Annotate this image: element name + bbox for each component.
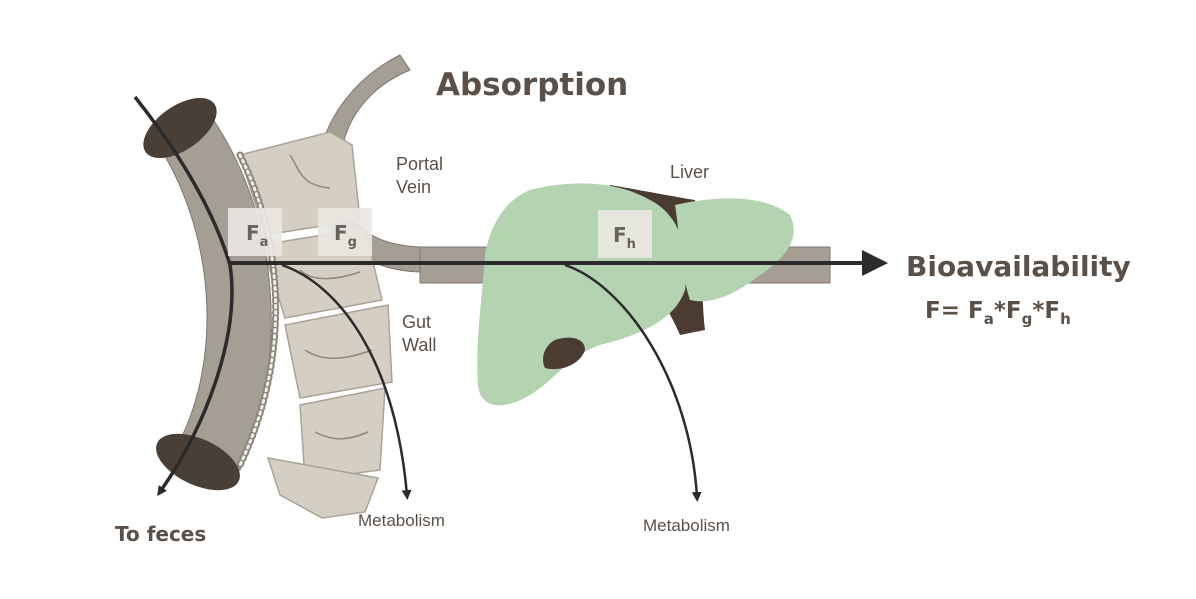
gut-metabolism-arrow (281, 263, 412, 500)
feces-arrow (133, 95, 234, 497)
bioavailability-label: Bioavailability (906, 250, 1131, 283)
portal-vein-label-line1: Portal (396, 154, 443, 174)
absorption-title: Absorption (436, 67, 628, 103)
fg-box (318, 208, 372, 256)
intestine-top-opening (143, 97, 217, 159)
intestine-bottom-opening (156, 433, 240, 491)
intestinal-membrane-inner (238, 153, 278, 467)
liver-left-lobe (477, 183, 687, 406)
gut-wall-label-line1: Gut (402, 312, 431, 332)
intestine-tube (154, 114, 272, 471)
gut-metabolism-label: Metabolism (358, 511, 445, 530)
fa-label: Fa (246, 221, 268, 250)
liver-metabolism-arrow (564, 263, 702, 502)
fg-label: Fg (334, 221, 357, 250)
fh-label: Fh (613, 223, 636, 252)
fh-box (598, 210, 652, 258)
gut-wall-villi-lines (289, 154, 373, 440)
liver-right-lobe (675, 198, 794, 302)
bioavailability-formula: F= Fa*Fg*Fh (925, 298, 1071, 328)
bioavailability-arrowhead (862, 250, 888, 276)
fa-box (228, 208, 282, 256)
liver-label: Liver (670, 162, 709, 182)
to-feces-label: To feces (115, 522, 206, 546)
liver-gallbladder (543, 337, 585, 370)
liver-metabolism-label: Metabolism (643, 516, 730, 535)
portal-vein-label-line2: Vein (396, 177, 431, 197)
gut-wall-label-line2: Wall (402, 335, 436, 355)
